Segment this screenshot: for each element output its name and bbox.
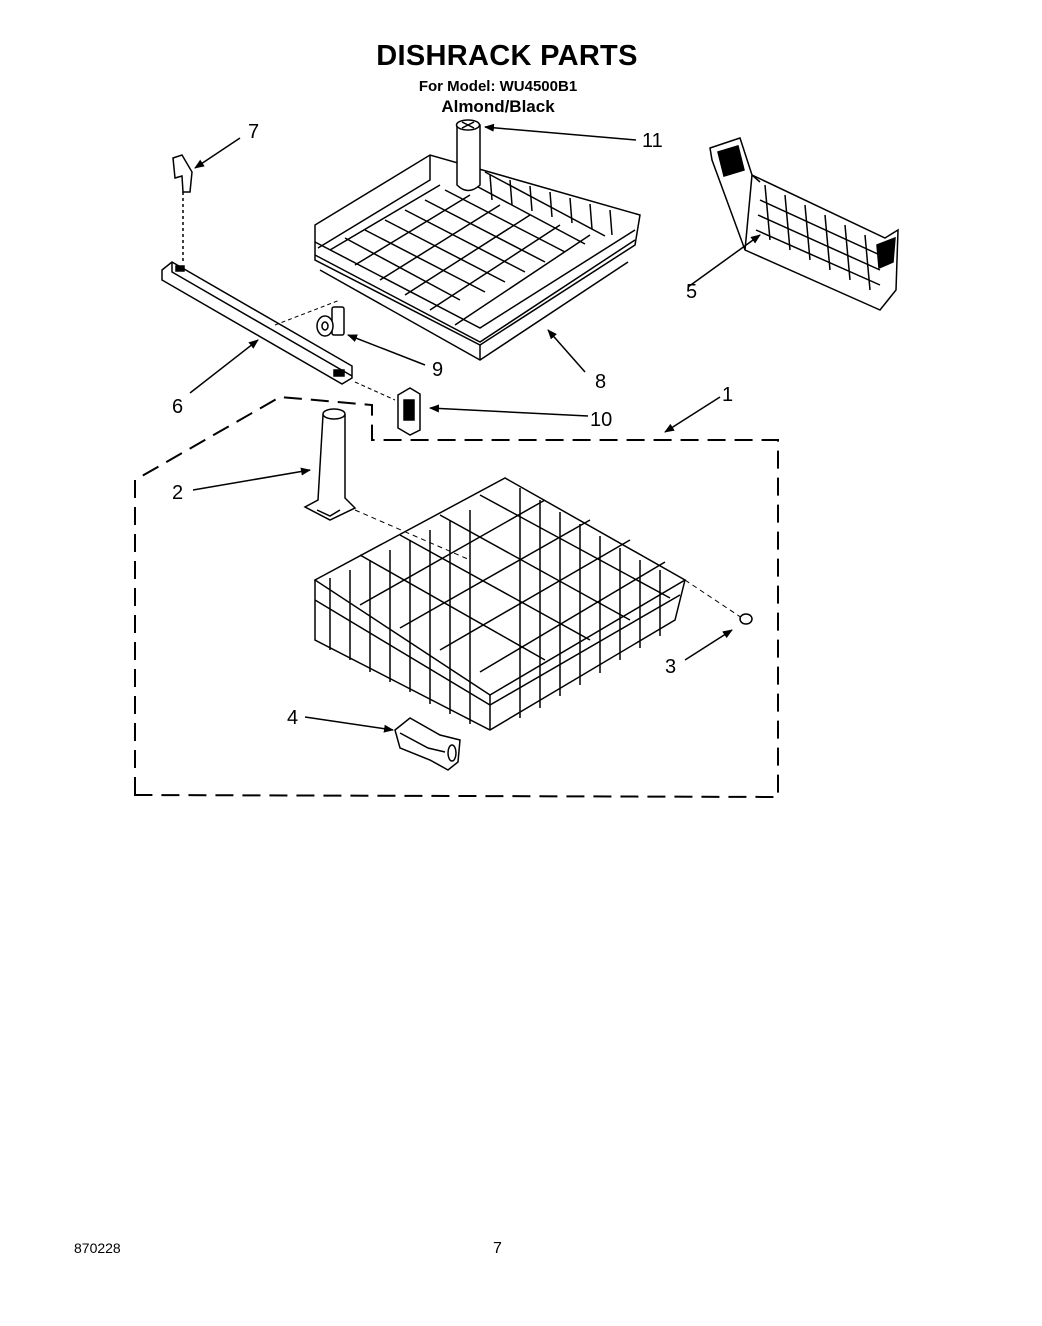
callout-6: 6 [172,396,184,418]
lower-rack [313,477,687,731]
silverware-basket [709,137,899,311]
wheel-guide-line [684,579,743,619]
callout-7: 7 [248,121,260,143]
bumper-part-3 [739,613,753,625]
track-rail [161,261,353,385]
upper-rack [314,154,641,361]
model-line: For Model: WU4500B1 [418,78,578,95]
callout-2: 2 [172,482,184,504]
roller-part-9 [316,306,345,337]
clip-part-7 [172,154,193,262]
callout-4: 4 [287,707,299,729]
page-title: DISHRACK PARTS [376,40,638,72]
stop-clip-part-10 [397,387,421,436]
assembly-boundary [134,395,779,799]
callout-1: 1 [722,384,734,406]
callout-9: 9 [432,359,444,381]
spray-tube-lower [303,408,357,521]
color-line: Almond/Black [441,97,555,116]
tube-guide-line [354,509,471,561]
callout-8: 8 [595,371,607,393]
leader-lines [189,123,761,733]
callout-11: 11 [642,130,663,152]
callout-10: 10 [590,409,613,431]
wheel-assembly-part-4 [394,717,461,771]
page-number: 7 [493,1240,502,1257]
rail-guide-line [274,299,396,401]
doc-code: 870228 [74,1240,121,1256]
spray-tube-upper [455,119,481,192]
callout-3: 3 [665,656,677,678]
callout-5: 5 [686,281,698,303]
